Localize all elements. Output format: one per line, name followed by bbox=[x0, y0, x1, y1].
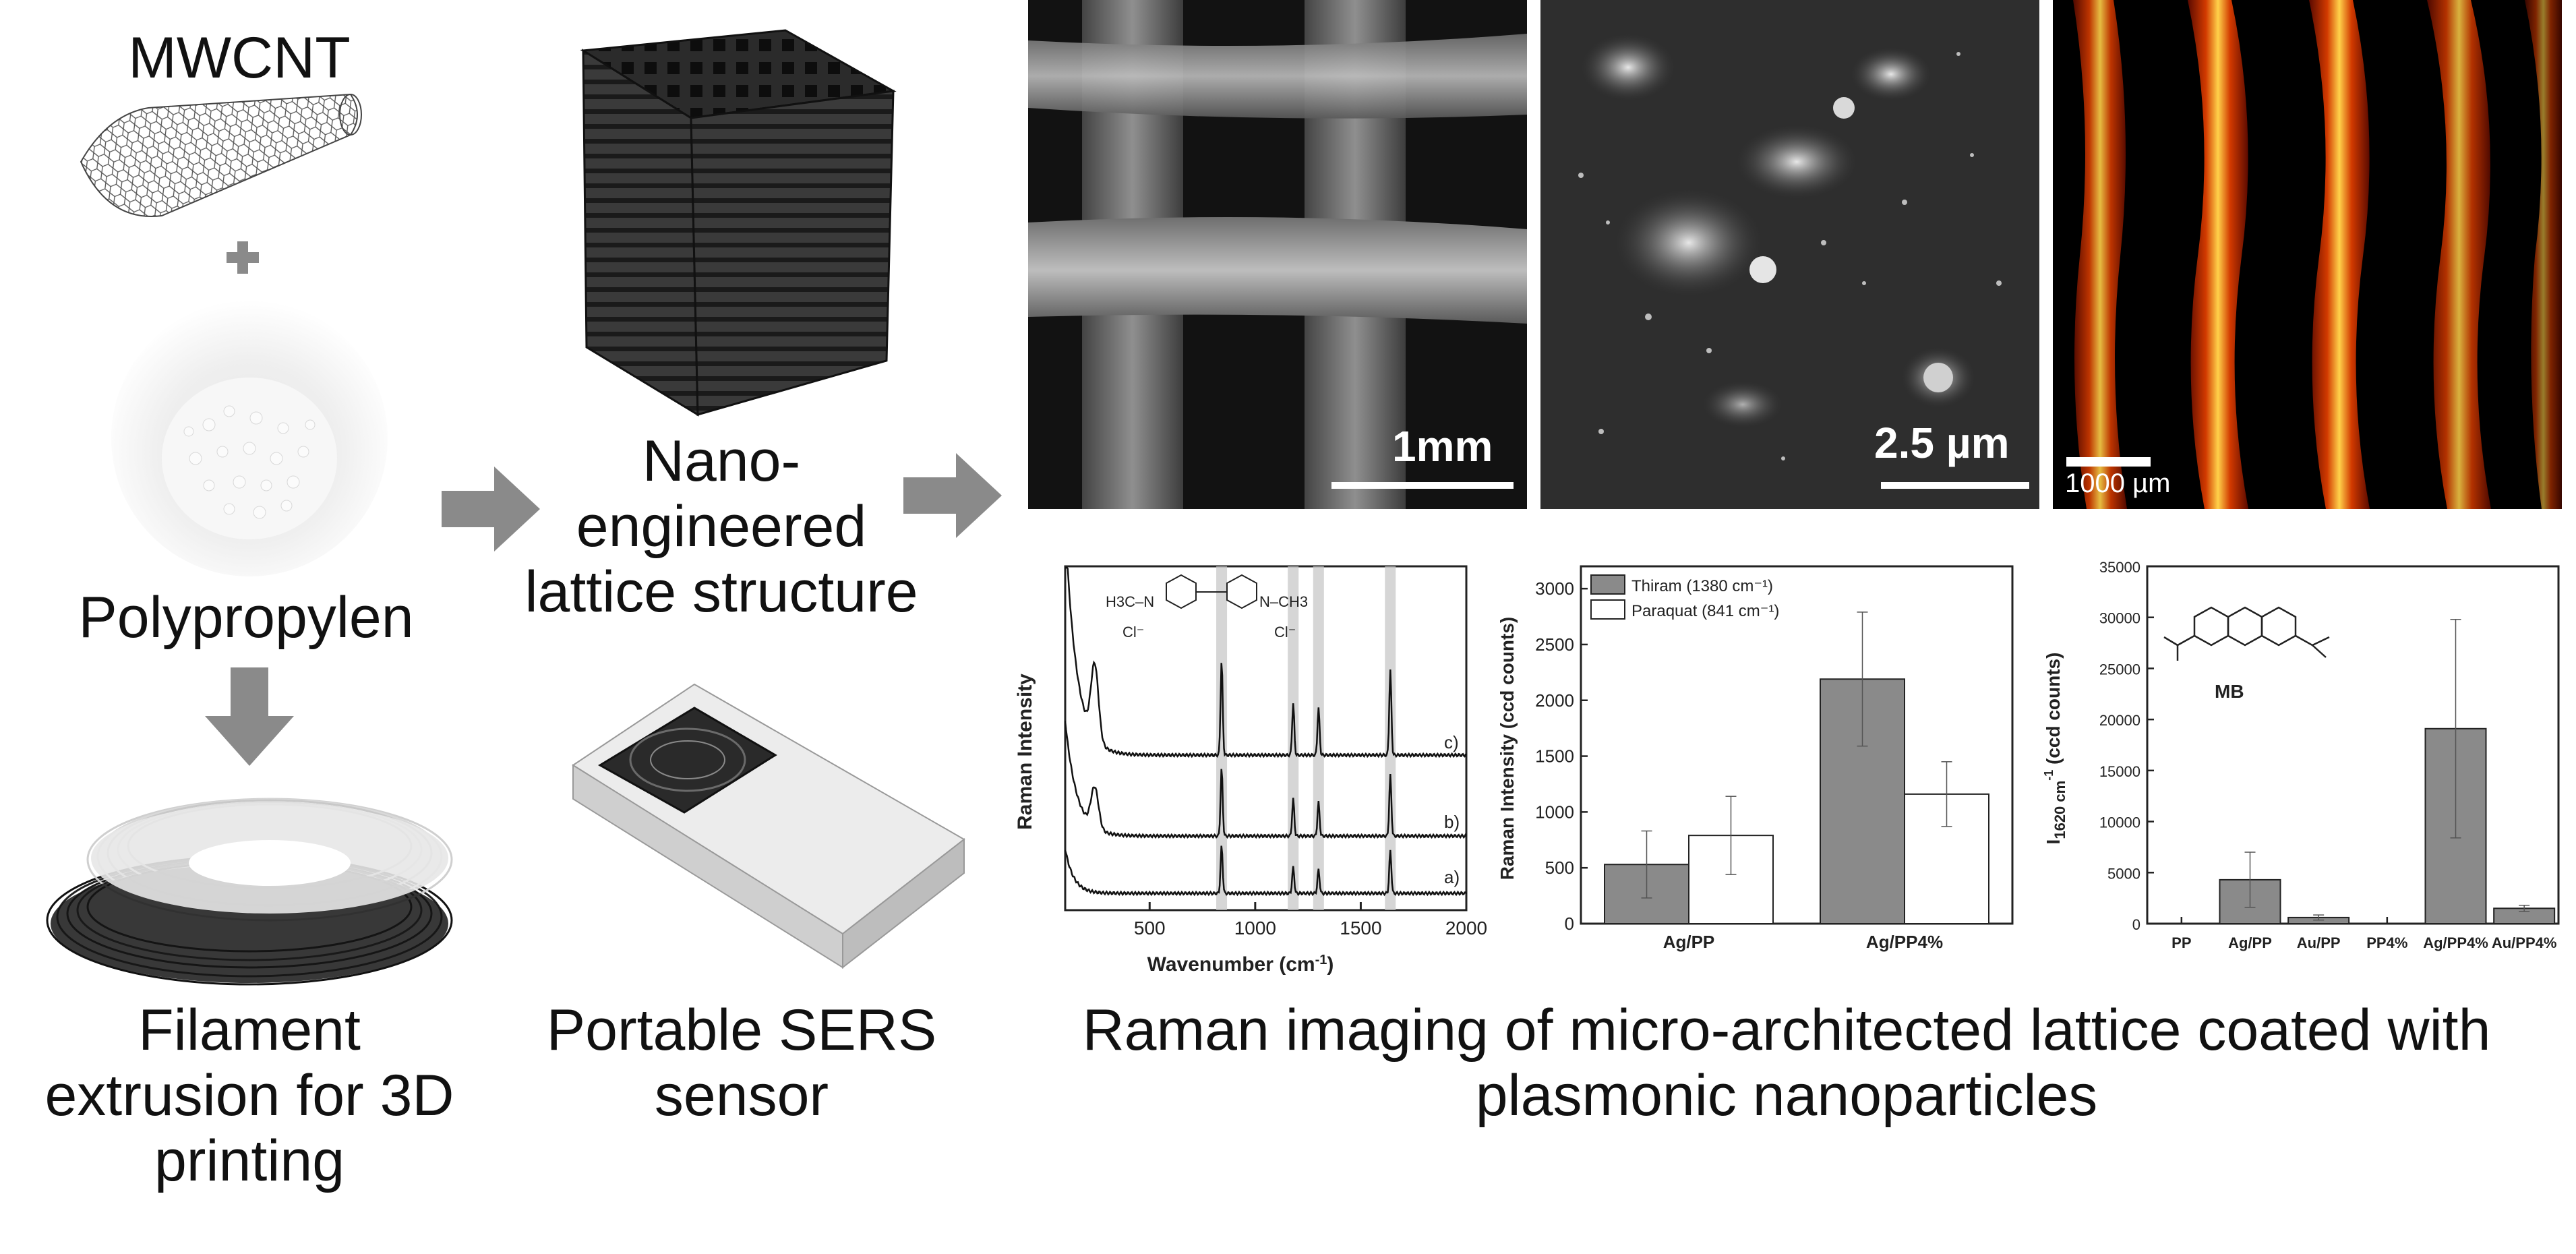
methylene-blue-structure bbox=[2163, 606, 2330, 661]
bar2-category-label-3: PP4% bbox=[2366, 934, 2407, 951]
bar1-ylabel: Raman Intensity (ccd counts) bbox=[1497, 617, 1518, 880]
trace-label-a: a) bbox=[1444, 867, 1460, 887]
bar2-category-label-2: Au/PP bbox=[2297, 934, 2341, 951]
spectrum-xtick-label-3: 2000 bbox=[1445, 918, 1487, 938]
spectrum-trace-a bbox=[1064, 845, 1468, 897]
lattice-label-line3: lattice structure bbox=[525, 560, 918, 625]
lattice-label-line1: Nano- bbox=[642, 429, 801, 494]
bar2-ytick-label-5: 25000 bbox=[2099, 661, 2140, 678]
spectrum-xtick-label-0: 500 bbox=[1134, 918, 1166, 938]
sensor-device bbox=[572, 683, 965, 969]
bar1-category-label-0: Ag/PP bbox=[1663, 932, 1715, 952]
paraquat-structure: H3C–N N–CH3 Cl⁻ Cl⁻ bbox=[1106, 574, 1308, 640]
bar2-ytick-label-3: 15000 bbox=[2099, 763, 2140, 780]
legend-label-thiram: Thiram (1380 cm⁻¹) bbox=[1631, 577, 1773, 595]
trace-label-c: c) bbox=[1444, 732, 1459, 752]
arrow-down-icon bbox=[205, 667, 294, 766]
legend-swatch-paraquat bbox=[1590, 599, 1625, 620]
bar2-ylabel: I1620 cm-1 (ccd counts) bbox=[2042, 653, 2068, 845]
mb-annotation: MB bbox=[2215, 681, 2244, 702]
spectrum-xtick-label-1: 1000 bbox=[1234, 918, 1276, 938]
molecule-anion-right: Cl⁻ bbox=[1274, 624, 1296, 640]
bar2-ytick-label-7: 35000 bbox=[2099, 559, 2140, 576]
bar1-category-label-1: Ag/PP4% bbox=[1866, 932, 1943, 952]
sem-image-nanoparticles: 2.5 µm bbox=[1540, 0, 2039, 509]
sensor-label-line2: sensor bbox=[654, 1063, 829, 1129]
bar2-category-label-4: Ag/PP4% bbox=[2423, 934, 2488, 951]
spectrum-trace-b bbox=[1064, 721, 1467, 839]
highlight-band-2 bbox=[1313, 566, 1324, 910]
mwcnt-label: MWCNT bbox=[128, 26, 351, 90]
sem2-scale-label: 2.5 µm bbox=[1874, 419, 2010, 467]
bar2-ytick-label-4: 20000 bbox=[2099, 712, 2140, 729]
raman-caption: Raman imaging of micro-architected latti… bbox=[1011, 998, 2562, 1129]
molecule-right-group: N–CH3 bbox=[1259, 593, 1308, 610]
raman-map-image: 1000 µm bbox=[2053, 0, 2562, 509]
spectrum-xtick-label-2: 1500 bbox=[1340, 918, 1381, 938]
trace-label-b: b) bbox=[1444, 812, 1460, 832]
spectrum-trace-c bbox=[1065, 566, 1467, 758]
molecule-anion-left: Cl⁻ bbox=[1122, 624, 1144, 640]
sensor-label: Portable SERS sensor bbox=[512, 998, 971, 1129]
bar1-ytick-label-4: 2000 bbox=[1535, 690, 1574, 711]
bar1-plot-frame bbox=[1580, 565, 2014, 925]
spectrum-ylabel: Raman Intensity bbox=[1014, 674, 1036, 830]
raman-map-scale-label: 1000 µm bbox=[2065, 469, 2171, 498]
filament-spool bbox=[46, 798, 453, 986]
lattice-label-line2: engineered bbox=[576, 494, 867, 560]
filament-label-line3: printing bbox=[154, 1129, 345, 1194]
bar2-ytick-label-2: 10000 bbox=[2099, 814, 2140, 831]
filament-label-line2: extrusion for 3D bbox=[44, 1063, 454, 1129]
raman-spectrum-chart: Raman Intensity 500 1000 1500 2000 c) b) a)… bbox=[1014, 565, 1487, 976]
arrow-right-icon-1 bbox=[442, 467, 540, 551]
nanotube-illustration bbox=[80, 93, 362, 217]
sem-image-lattice: 1mm bbox=[1028, 0, 1527, 509]
bar2-ytick-label-6: 30000 bbox=[2099, 610, 2140, 627]
bar1-ytick-label-3: 1500 bbox=[1535, 746, 1574, 767]
bar1-ytick-label-6: 3000 bbox=[1535, 578, 1574, 599]
bar2-category-label-1: Ag/PP bbox=[2228, 934, 2272, 951]
molecule-left-group: H3C–N bbox=[1106, 593, 1154, 610]
lattice-label: Nano- engineered lattice structure bbox=[506, 429, 937, 626]
plus-icon bbox=[227, 241, 259, 274]
highlight-band-1 bbox=[1288, 566, 1299, 910]
spectrum-plot-frame bbox=[1064, 565, 1468, 912]
bar2-ytick-label-1: 5000 bbox=[2107, 865, 2140, 882]
raman-caption-line2: plasmonic nanoparticles bbox=[1475, 1063, 2098, 1129]
bar2-ytick-label-0: 0 bbox=[2132, 916, 2140, 933]
bar1-ytick-label-0: 0 bbox=[1565, 914, 1574, 934]
sem1-scale-label: 1mm bbox=[1392, 422, 1493, 471]
legend-swatch-thiram bbox=[1590, 574, 1625, 595]
sensor-label-line1: Portable SERS bbox=[546, 998, 937, 1063]
thiram-paraquat-bar-chart: Raman Intensity (ccd counts) 0 500 1000 150… bbox=[1497, 565, 2014, 952]
bar2-category-label-5: Au/PP4% bbox=[2492, 934, 2557, 951]
filament-label-line1: Filament bbox=[138, 998, 361, 1063]
raman-caption-line1: Raman imaging of micro-architected latti… bbox=[1082, 998, 2491, 1063]
bar1-ytick-label-5: 2500 bbox=[1535, 634, 1574, 655]
bar2-category-label-0: PP bbox=[2171, 934, 2191, 951]
filament-label: Filament extrusion for 3D printing bbox=[13, 998, 485, 1195]
spectrum-xlabel: Wavenumber (cm-1) bbox=[1147, 953, 1334, 976]
bar1-ytick-label-1: 500 bbox=[1545, 858, 1574, 878]
polypropylene-pellets bbox=[111, 300, 388, 576]
legend-label-paraquat: Paraquat (841 cm⁻¹) bbox=[1631, 602, 1779, 620]
polypropylene-label: Polypropylen bbox=[78, 585, 414, 650]
bar1-ytick-label-2: 1000 bbox=[1535, 802, 1574, 822]
bar2-plot-frame bbox=[2146, 565, 2560, 925]
bar1-legend: Thiram (1380 cm⁻¹) Paraquat (841 cm⁻¹) bbox=[1590, 574, 1779, 620]
mb-intensity-bar-chart: I1620 cm-1 (ccd counts) 0 5000 10000 15000 2… bbox=[2042, 559, 2560, 951]
arrow-right-icon-2 bbox=[903, 453, 1002, 538]
lattice-cube bbox=[580, 29, 897, 417]
